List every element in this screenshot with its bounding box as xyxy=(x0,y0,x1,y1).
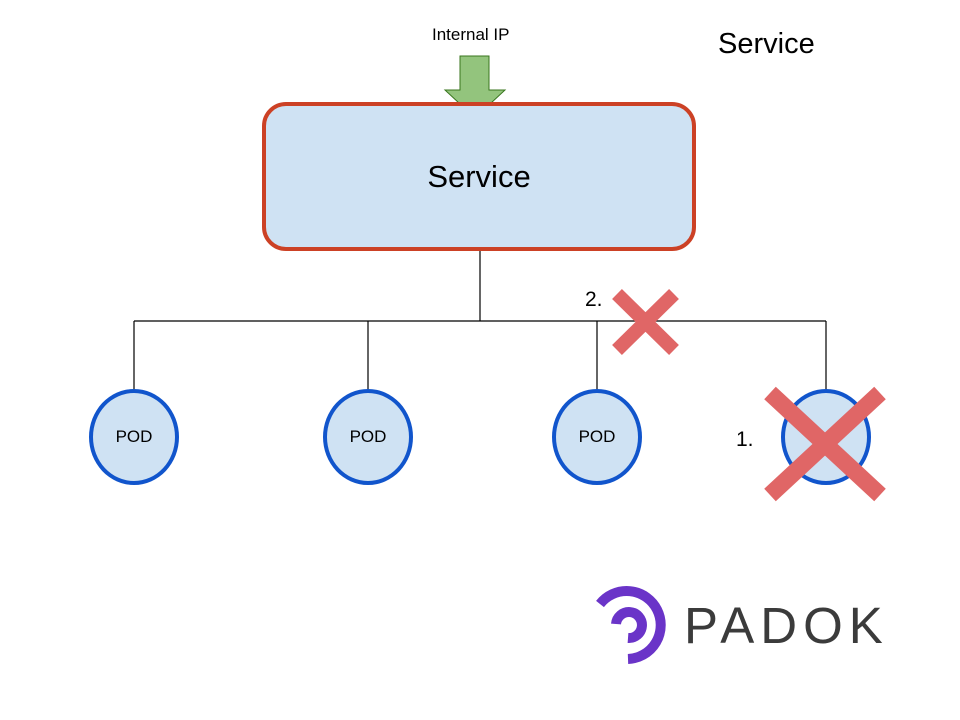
padok-logo-mark xyxy=(596,586,666,664)
step-1-label: 1. xyxy=(736,428,754,451)
pod-2-label: POD xyxy=(349,427,387,446)
internal-ip-label: Internal IP xyxy=(432,25,510,44)
pod-1: POD xyxy=(89,389,179,485)
service-label: Service xyxy=(427,158,531,194)
pod-3: POD xyxy=(552,389,642,485)
pod-1-label: POD xyxy=(115,427,153,446)
pod-4-failed xyxy=(781,389,871,485)
pod-3-label: POD xyxy=(578,427,616,446)
step-2-label: 2. xyxy=(585,288,603,311)
pod-2: POD xyxy=(323,389,413,485)
diagram-title: Service xyxy=(718,28,815,60)
service-box: Service xyxy=(262,102,696,251)
padok-logo-text: PADOK xyxy=(684,597,889,654)
